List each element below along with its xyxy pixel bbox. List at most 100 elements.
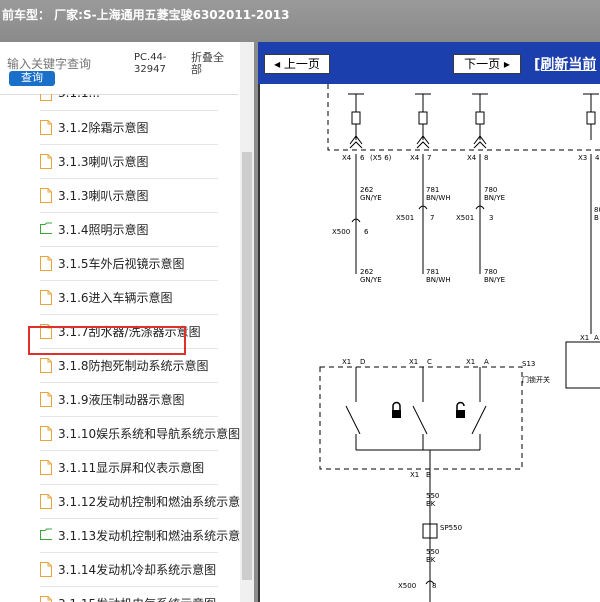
label-color-bnwh-a: BN/WH	[426, 194, 451, 202]
wiring-diagram-svg: X4 6 (X5 6) X4 7 X4 8 X3 4 262 GN/YE 781…	[319, 84, 600, 602]
connector-stub-x4-8	[472, 93, 488, 149]
next-page-button[interactable]: 下一页 ▸	[453, 54, 521, 74]
label-color-bk-a: BK	[426, 500, 436, 508]
tree-item[interactable]: 3.1.3喇叭示意图	[40, 150, 149, 172]
tree-item[interactable]: 3.1.6进入车辆示意图	[40, 286, 173, 308]
splice-sp550	[422, 523, 438, 539]
tree-item[interactable]: 3.1.9液压制动器示意图	[40, 388, 185, 410]
tree-separator	[40, 586, 218, 587]
tree-item[interactable]: 3.1.8防抱死制动系统示意图	[40, 354, 209, 376]
label-conn-x1-b: X1	[410, 471, 419, 479]
tree-item[interactable]: 3.1.10娱乐系统和导航系统示意图	[40, 422, 240, 444]
inline-connector-x500-8	[425, 580, 435, 585]
label-conn-x1-d: X1	[342, 358, 351, 366]
file-icon	[40, 459, 52, 475]
tree-item-label: 3.1.5车外后视镜示意图	[58, 256, 185, 271]
tree-item-label: 3.1.8防抱死制动系统示意图	[58, 358, 209, 373]
search-input[interactable]	[7, 56, 127, 72]
tree-item[interactable]: 3.1.12发动机控制和燃油系统示意图	[40, 490, 240, 512]
tree-item-label: 3.1.2除霜示意图	[58, 120, 149, 135]
label-wire-262-b: 262	[360, 268, 373, 276]
label-color-bk-b: BK	[426, 556, 436, 564]
inline-connector-x501-3	[475, 205, 485, 210]
label-color-bnye-a: BN/YE	[484, 194, 505, 202]
tree-separator	[40, 416, 218, 417]
tree-item-label: 3.1.14发动机冷却系统示意图	[58, 562, 217, 577]
label-conn-x500-8: X500	[398, 582, 416, 590]
tree-separator	[40, 348, 218, 349]
refresh-current-link[interactable]: [刷新当前	[534, 57, 597, 73]
file-icon	[40, 153, 52, 169]
sidebar: 查询 PC.44-32947 折叠全部 3.1.1...3.1.2除霜示意图3.…	[0, 42, 256, 602]
tree-item-label: 3.1.4照明示意图	[58, 222, 149, 237]
window-title: 前车型： 厂家:S-上海通用五菱宝骏6302011-2013	[2, 8, 290, 22]
label-wire-781-b: 781	[426, 268, 439, 276]
panel-splitter[interactable]	[254, 42, 258, 602]
label-pin-x501-7: 7	[430, 214, 434, 222]
label-pin-b: B	[426, 471, 431, 479]
file-icon	[40, 595, 52, 602]
collapse-all-link[interactable]: 折叠全部	[191, 51, 224, 76]
tree-item-label: 3.1.9液压制动器示意图	[58, 392, 185, 407]
tree-item[interactable]: 3.1.11显示屏和仪表示意图	[40, 456, 204, 478]
label-conn-x1-c: X1	[409, 358, 418, 366]
file-icon	[40, 119, 52, 135]
wiring-diagram: X4 6 (X5 6) X4 7 X4 8 X3 4 262 GN/YE 781…	[258, 84, 600, 602]
label-pin-x56: (X5 6)	[370, 154, 392, 162]
label-pin-x501-3: 3	[489, 214, 493, 222]
tree-item[interactable]: 3.1.15发动机电气系统示意图	[40, 592, 216, 602]
tree-item[interactable]: 3.1.1...	[40, 94, 100, 104]
tree-item[interactable]: 3.1.4照明示意图	[40, 218, 149, 240]
label-wire-262-a: 262	[360, 186, 373, 194]
file-icon	[40, 357, 52, 373]
tree-separator	[40, 552, 218, 553]
tree-separator	[40, 314, 218, 315]
file-icon	[40, 94, 52, 101]
chapter-tree: 3.1.1... 3.1.2除霜示意图 3.1.3喇叭示意图 3.1.3喇叭示意图 3.…	[0, 94, 240, 602]
tree-separator	[40, 280, 218, 281]
label-color-gnye-b: GN/YE	[360, 276, 382, 284]
selected-item-highlight	[28, 326, 186, 355]
tree-separator	[40, 382, 218, 383]
label-conn-x501-3: X501	[456, 214, 474, 222]
label-wire-80: 80	[594, 206, 600, 214]
tree-item[interactable]: 3.1.3喇叭示意图	[40, 184, 149, 206]
label-wire-550-a: 550	[426, 492, 439, 500]
search-button[interactable]: 查询	[9, 71, 55, 86]
label-color-gnye-a: GN/YE	[360, 194, 382, 202]
tree-scrollbar[interactable]	[240, 42, 254, 602]
file-icon	[40, 187, 52, 203]
folder-icon	[40, 528, 52, 540]
tree-item[interactable]: 3.1.5车外后视镜示意图	[40, 252, 185, 274]
label-conn-x1-a-right: X1	[580, 334, 589, 342]
prev-arrow-icon: ◂	[274, 57, 284, 71]
tree-item-label: 3.1.15发动机电气系统示意图	[58, 595, 216, 602]
prev-page-button[interactable]: ◂ 上一页	[264, 54, 330, 74]
tree-separator	[40, 518, 218, 519]
tree-separator	[40, 144, 218, 145]
search-divider	[0, 94, 238, 95]
tree-item-label: 3.1.10娱乐系统和导航系统示意图	[58, 426, 240, 441]
connector-stub-x4-7	[415, 93, 431, 149]
tree-item-label: 3.1.3喇叭示意图	[58, 154, 149, 169]
label-pin-a-right: A	[594, 334, 599, 342]
next-arrow-icon: ▸	[500, 57, 510, 71]
label-pin-x500-8: 8	[432, 582, 436, 590]
tree-item-label: 3.1.1...	[58, 94, 100, 100]
tree-item-label: 3.1.7刮水器/洗涤器示意图	[58, 324, 201, 339]
label-wire-780-b: 780	[484, 268, 497, 276]
label-conn-x501-7: X501	[396, 214, 414, 222]
label-conn-x500-6: X500	[332, 228, 350, 236]
search-area: 查询 PC.44-32947 折叠全部	[0, 42, 256, 94]
window-title-bar: 前车型： 厂家:S-上海通用五菱宝骏6302011-2013	[0, 0, 600, 42]
tree-item[interactable]: 3.1.14发动机冷却系统示意图	[40, 558, 216, 580]
prev-page-label: 上一页	[283, 57, 320, 71]
label-conn-x4-8: X4	[467, 154, 477, 162]
tree-item[interactable]: 3.1.2除霜示意图	[40, 116, 149, 138]
tree-item-label: 3.1.13发动机控制和燃油系统示意图	[58, 528, 240, 543]
file-icon	[40, 561, 52, 577]
file-icon	[40, 255, 52, 271]
tree-item[interactable]: 3.1.13发动机控制和燃油系统示意图	[40, 524, 240, 546]
tree-separator	[40, 246, 218, 247]
tree-scroll-thumb[interactable]	[242, 152, 252, 580]
